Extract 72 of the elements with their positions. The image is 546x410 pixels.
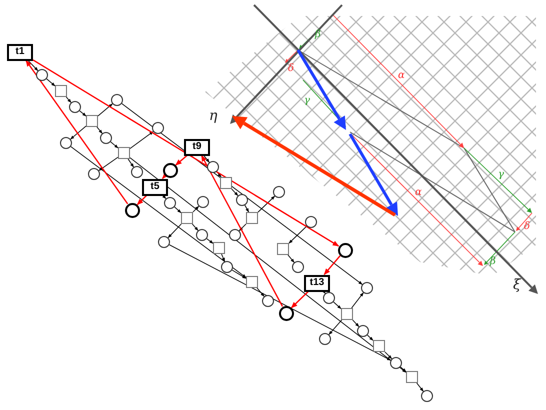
arrow [70, 146, 246, 278]
arrow [366, 334, 374, 341]
arrow [96, 126, 103, 134]
arrow [221, 254, 226, 262]
arrow [175, 155, 188, 166]
arrow [32, 59, 340, 247]
arrow [26, 60, 128, 204]
arrow [130, 157, 406, 373]
arrow [324, 255, 341, 275]
transition-square [406, 371, 418, 383]
arrow [231, 188, 238, 196]
arrow [290, 291, 309, 308]
transition-square [220, 177, 232, 189]
arrow [192, 224, 198, 231]
measure-label: α [398, 71, 405, 81]
transition-square [181, 212, 193, 224]
arrow [192, 206, 200, 212]
measure-label: γ [498, 170, 504, 180]
measure-label: γ [304, 96, 310, 106]
transition-square [213, 242, 225, 254]
transition-square [86, 115, 98, 127]
transition-square [277, 243, 289, 255]
arrow [28, 60, 38, 72]
arrow [216, 171, 222, 178]
arrow [46, 78, 56, 86]
transition-box: t1 [7, 44, 33, 60]
arrow [121, 103, 363, 285]
measure-label: α [415, 188, 422, 198]
transition-square [341, 308, 353, 320]
arrow [232, 270, 246, 279]
axis-label: η [209, 109, 218, 123]
transition-square [246, 212, 258, 224]
arrow [168, 244, 392, 361]
arrow [200, 154, 284, 307]
arrow [66, 96, 72, 103]
arrow [79, 110, 86, 116]
arrow [238, 224, 246, 232]
arrow [244, 204, 250, 212]
arrow [203, 155, 210, 163]
arrow [98, 156, 118, 171]
arrow [162, 194, 166, 200]
arrow [98, 103, 113, 116]
arrow [351, 292, 364, 308]
arrow [352, 320, 360, 328]
arrow [136, 195, 147, 206]
arrow [256, 288, 265, 297]
measure-label: δ [524, 222, 530, 232]
arrow [206, 238, 214, 244]
arrow [384, 352, 392, 360]
arrow [416, 382, 424, 392]
transition-box: t5 [142, 178, 168, 196]
transition-square [373, 340, 385, 352]
measure-label: β [490, 257, 496, 267]
arrow [174, 206, 182, 214]
measure-label: β [315, 30, 321, 40]
arrow [168, 224, 182, 238]
arrow [288, 226, 308, 244]
measure-label: δ [288, 64, 294, 74]
arrow [128, 158, 134, 168]
arrow [333, 302, 342, 310]
arrow [288, 254, 295, 263]
transition-square [246, 276, 258, 288]
arrow [70, 126, 86, 140]
transition-box: t9 [184, 138, 210, 156]
transition-box: t13 [304, 274, 330, 292]
arrow [258, 196, 276, 213]
arrow [110, 141, 118, 148]
arrow [130, 131, 154, 149]
axis-label: ξ [513, 278, 521, 292]
arrow [328, 320, 342, 335]
transition-square [55, 85, 67, 97]
transition-square [118, 147, 130, 159]
